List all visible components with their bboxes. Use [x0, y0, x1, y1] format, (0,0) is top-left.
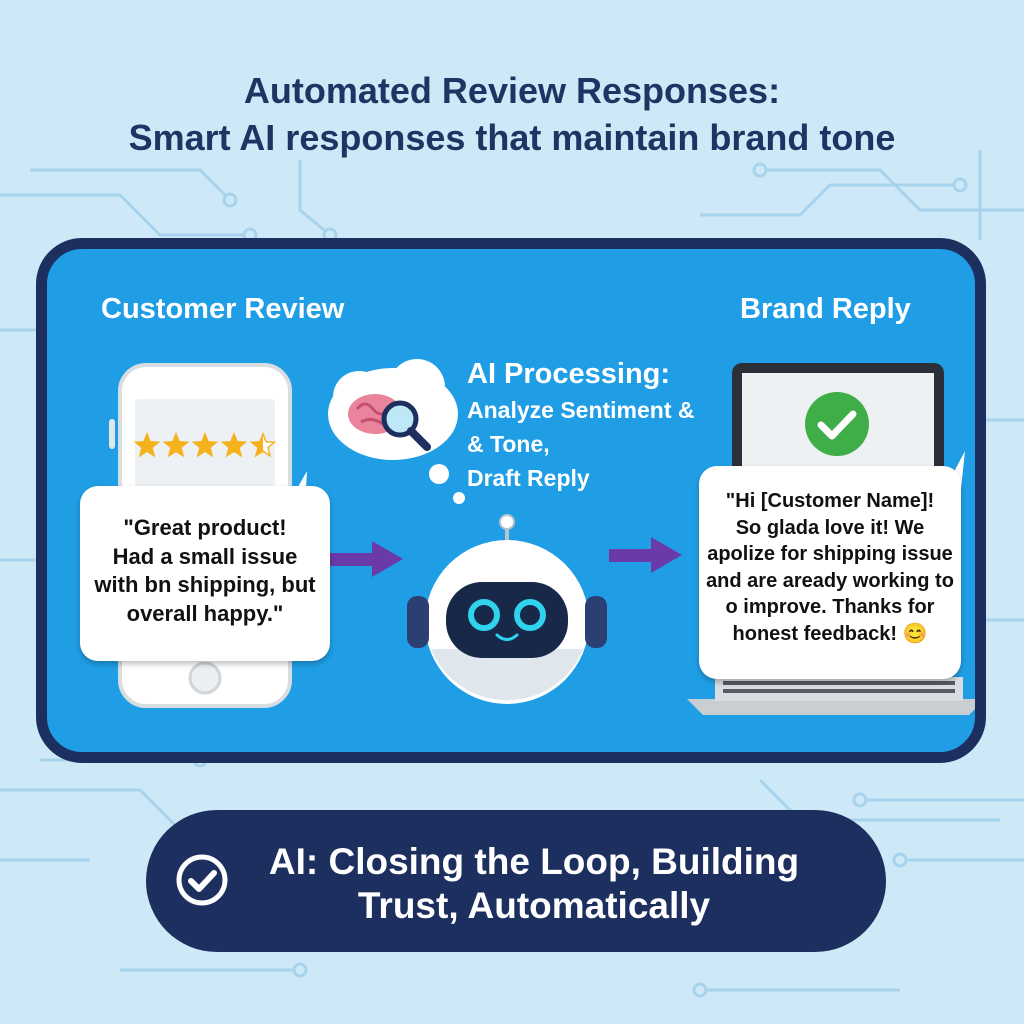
review-bubble: "Great product! Had a small issue with b…	[80, 486, 330, 661]
processing-step: Draft Reply	[467, 465, 590, 491]
banner-line: Trust, Automatically	[357, 885, 711, 927]
review-text-line: "Great product!	[123, 515, 287, 540]
star-icon	[191, 431, 219, 458]
banner-text: AI: Closing the Loop, Building Trust, Au…	[234, 840, 834, 929]
star-icon	[162, 431, 190, 458]
reply-text-last: honest feedback!	[732, 622, 903, 645]
star-icon	[249, 431, 277, 458]
check-circle-icon	[805, 392, 869, 456]
robot-icon	[407, 514, 607, 704]
reply-bubble: "Hi [Customer Name]! So glada love it! W…	[699, 466, 961, 679]
customer-review-label: Customer Review	[101, 293, 345, 325]
reply-text-line: "Hi [Customer Name]!	[725, 490, 935, 512]
arrow-right-icon	[330, 541, 403, 577]
workflow-panel: Customer Review Brand Reply	[36, 238, 986, 763]
page-subtitle: Smart AI responses that maintain brand t…	[128, 117, 896, 158]
banner-line: AI: Closing the Loop, Building	[268, 841, 800, 882]
reply-text-line: and are aready working to	[706, 569, 954, 592]
reply-text-line: So glada love it! We	[735, 516, 925, 539]
processing-title: AI Processing:	[467, 358, 671, 390]
reply-text-line: apolize for shipping issue	[707, 543, 953, 566]
brain-magnifier-icon	[328, 359, 465, 504]
review-text-line: overall happy."	[126, 600, 284, 626]
star-icon	[133, 431, 161, 458]
review-text-line: Had a small issue	[112, 543, 298, 569]
star-rating	[133, 431, 277, 458]
processing-step: & Tone,	[467, 431, 550, 457]
check-circle-icon	[176, 854, 228, 906]
arrow-right-icon	[609, 537, 682, 573]
review-text-line: with bn shipping, but	[94, 572, 316, 598]
reply-text-line: o improve. Thanks for	[725, 596, 935, 619]
smile-emoji-icon: 😊	[902, 622, 928, 645]
processing-step: Analyze Sentiment &	[467, 397, 695, 423]
closing-banner: AI: Closing the Loop, Building Trust, Au…	[146, 810, 886, 952]
brand-reply-label: Brand Reply	[740, 293, 911, 325]
star-icon	[220, 431, 248, 458]
page-title: Automated Review Responses:	[243, 70, 781, 111]
reply-text-line: honest feedback! 😊	[705, 621, 955, 648]
